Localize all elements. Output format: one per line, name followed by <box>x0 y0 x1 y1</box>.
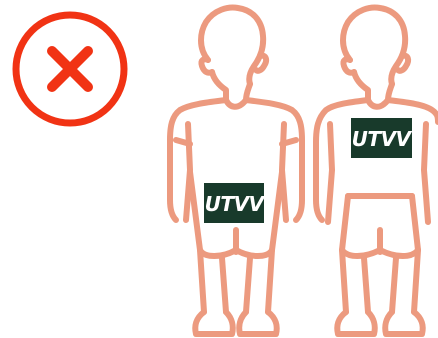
cross-circle-icon <box>16 15 124 123</box>
person-outline-icon <box>170 8 302 334</box>
hip-patch-label: UTVV <box>205 192 266 216</box>
chest-patch-label: UTVV <box>352 127 413 151</box>
cross-mark <box>52 51 88 87</box>
figure-2-head <box>343 8 408 100</box>
hip-logo-patch: UTVV <box>204 183 265 223</box>
person-outline-icon <box>316 8 438 334</box>
figure-1-head <box>201 8 266 100</box>
chest-logo-patch: UTVV <box>351 118 412 158</box>
